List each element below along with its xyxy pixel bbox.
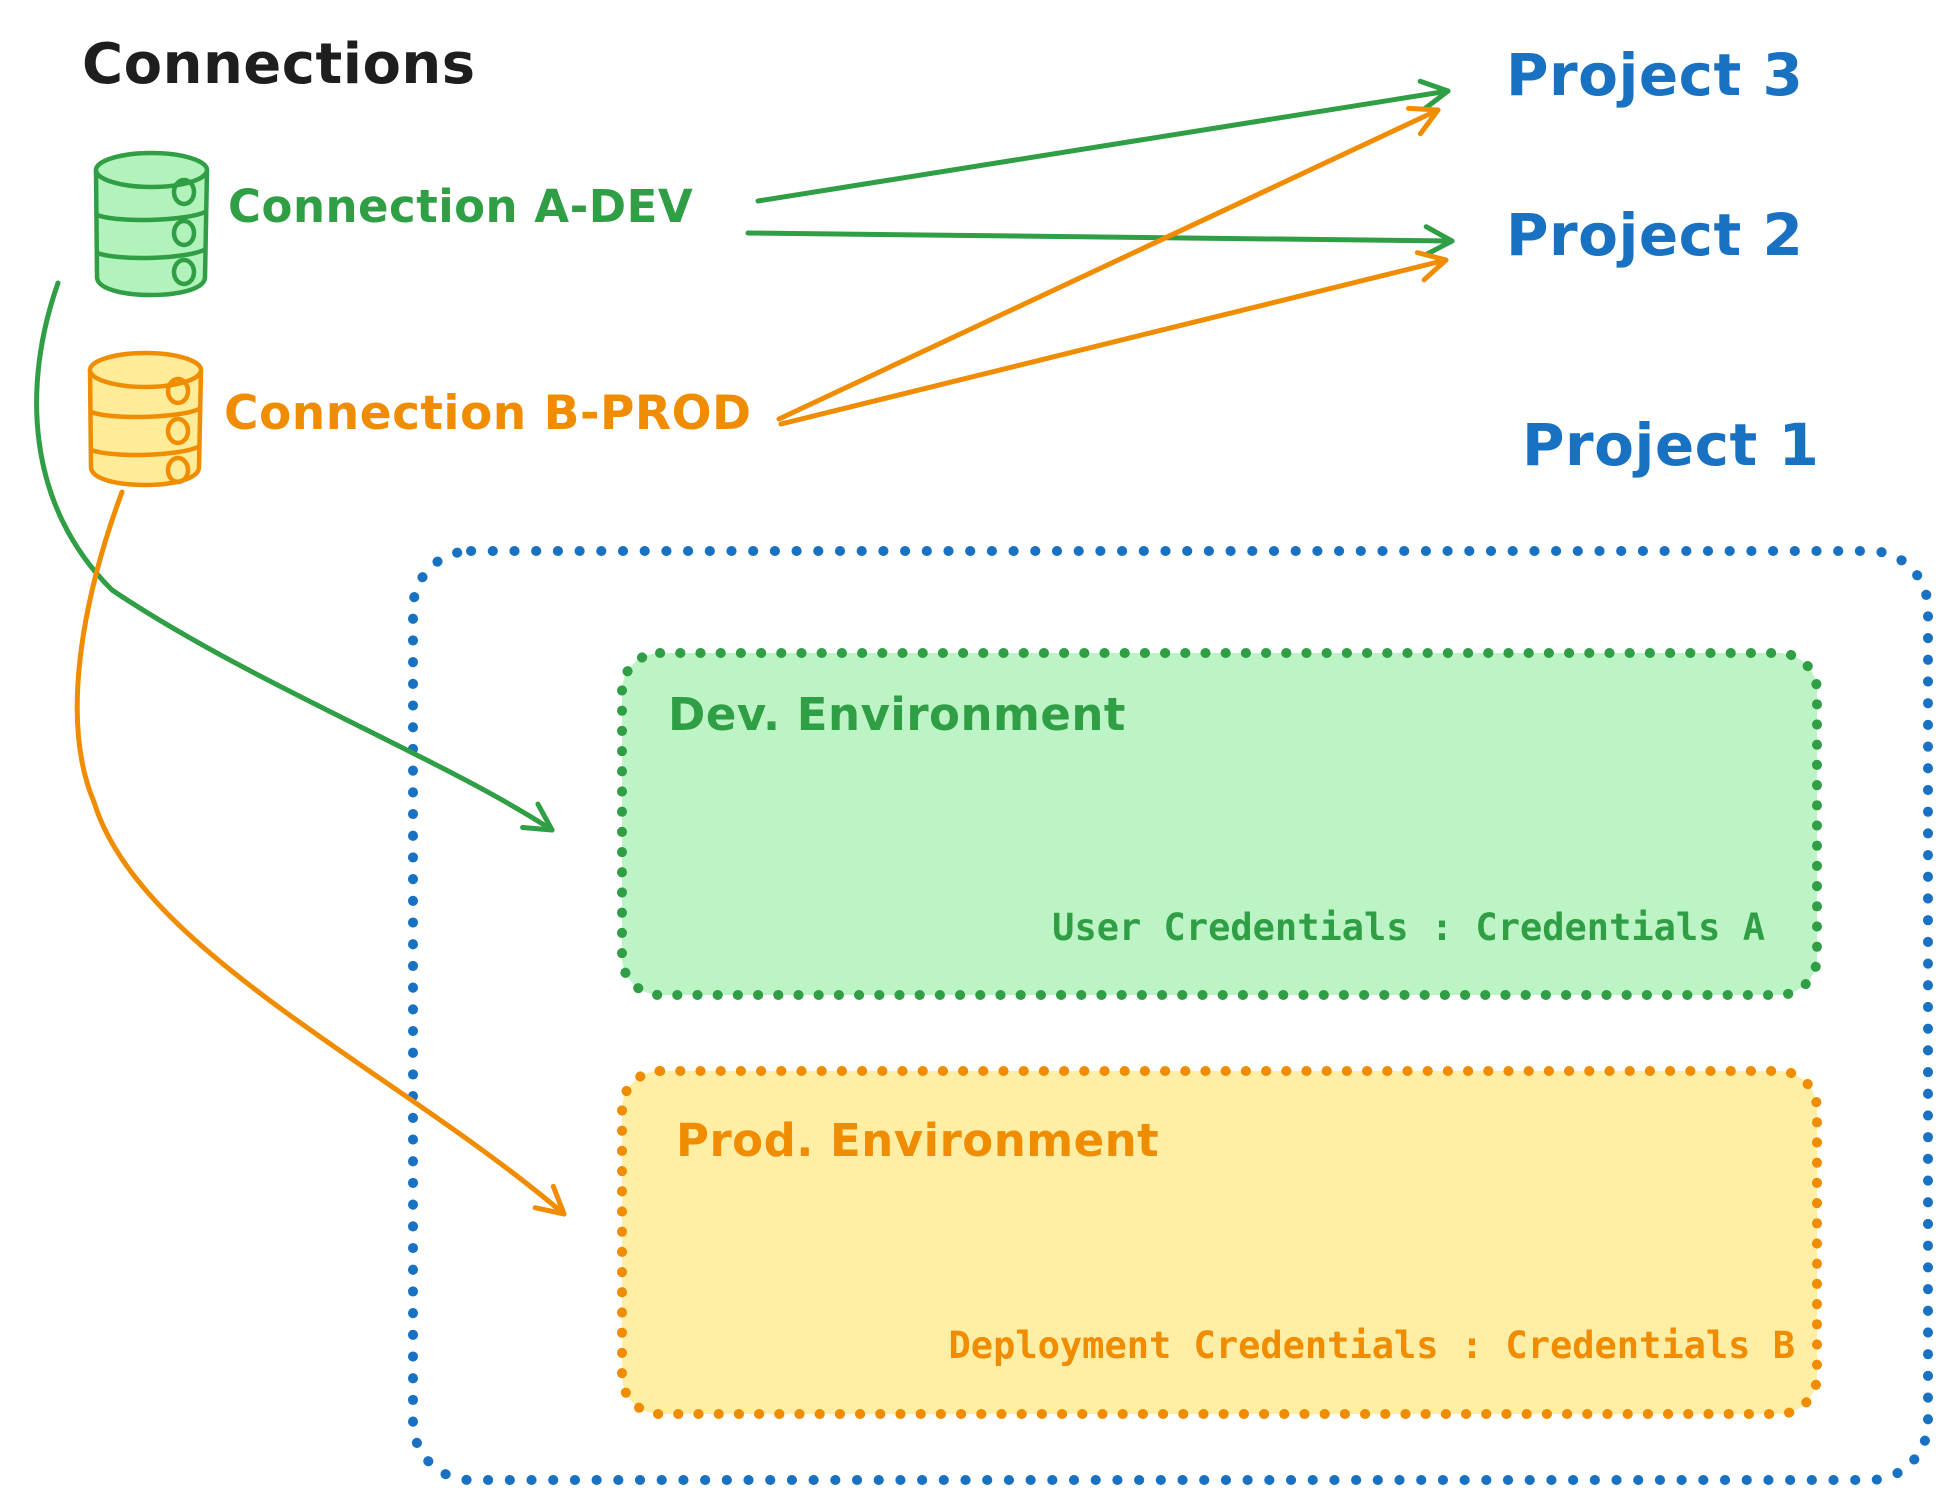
- project1-box: [408, 546, 1933, 1485]
- dev-environment-credentials: User Credentials : Credentials A: [1052, 906, 1765, 949]
- connection-a-dev-label: Connection A-DEV: [228, 180, 694, 233]
- arrow-bprod-to-prod-environment: [74, 489, 567, 1217]
- database-icon-a-dev: [93, 150, 210, 298]
- arrow-adev-to-project3: [755, 78, 1451, 204]
- arrow-bprod-to-project3: [776, 105, 1441, 422]
- project-3-label: Project 3: [1506, 41, 1804, 109]
- project-2-label: Project 2: [1506, 201, 1804, 269]
- arrow-adev-to-project2: [745, 224, 1455, 258]
- dev-environment-title: Dev. Environment: [668, 688, 1126, 741]
- arrow-bprod-to-project2: [778, 250, 1449, 427]
- arrow-adev-to-dev-environment: [34, 280, 555, 833]
- connection-b-prod-label: Connection B-PROD: [224, 386, 752, 441]
- prod-environment-credentials: Deployment Credentials : Credentials B: [948, 1324, 1795, 1367]
- dev-environment-box: [617, 648, 1822, 1000]
- project-1-label: Project 1: [1522, 411, 1820, 479]
- prod-environment-title: Prod. Environment: [676, 1114, 1160, 1167]
- prod-environment-box: [617, 1066, 1822, 1419]
- diagram-title: Connections: [82, 32, 476, 97]
- database-icon-b-prod: [87, 350, 204, 488]
